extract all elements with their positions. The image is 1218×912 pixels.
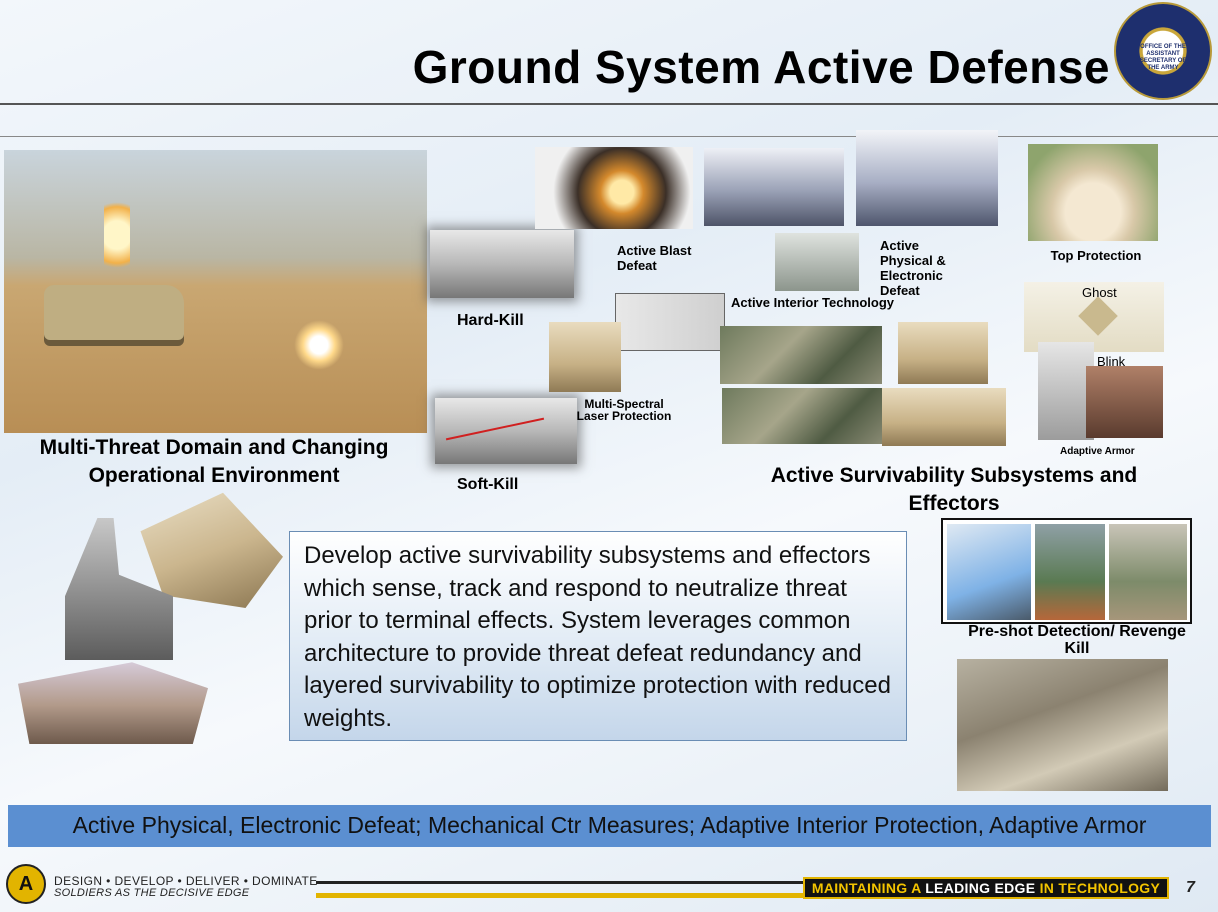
seal-text: OFFICE OF THE ASSISTANT SECRETARY OF THE… bbox=[1139, 44, 1187, 71]
soft-kill-image bbox=[435, 398, 577, 464]
hard-kill-image bbox=[430, 230, 574, 298]
laser-sensor-image bbox=[615, 293, 725, 351]
footer-banner: MAINTAINING A LEADING EDGE IN TECHNOLOGY bbox=[803, 877, 1169, 899]
active-blast-label: Active Blast Defeat bbox=[617, 243, 692, 273]
top-protection-image bbox=[1028, 144, 1158, 241]
preshot-label: Pre-shot Detection/ Revenge Kill bbox=[968, 623, 1186, 657]
adaptive-armor-image bbox=[1086, 366, 1163, 438]
hard-kill-label: Hard-Kill bbox=[457, 312, 524, 329]
description-box: Develop active survivability subsystems … bbox=[289, 531, 907, 741]
capabilities-bar: Active Physical, Electronic Defeat; Mech… bbox=[8, 805, 1211, 847]
multi-threat-label: Multi-Threat Domain and Changing Operati… bbox=[39, 436, 389, 487]
footer-line-gold bbox=[316, 893, 804, 898]
laser-vehicle-image bbox=[549, 322, 621, 392]
camo-vehicle-2-image bbox=[722, 388, 884, 444]
active-physical-label: Active Physical & Electronic Defeat bbox=[880, 238, 946, 298]
tank-electronic-image bbox=[704, 148, 844, 226]
blink-label: Blink bbox=[1097, 354, 1126, 369]
ground-combat-vehicle-image bbox=[140, 492, 283, 608]
mrap-2-image bbox=[882, 388, 1006, 446]
multi-spectral-label: Multi-Spectral Laser Protection bbox=[576, 397, 672, 423]
ghost-diagram-image bbox=[1024, 282, 1164, 352]
adaptive-armor-label: Adaptive Armor bbox=[1060, 446, 1135, 457]
abrams-tank-image bbox=[18, 662, 208, 744]
header-rule-bottom bbox=[0, 136, 1218, 137]
banner-part-a: MAINTAINING A bbox=[811, 880, 926, 896]
soft-kill-label: Soft-Kill bbox=[457, 476, 519, 493]
revenge-kill-image bbox=[957, 659, 1168, 791]
interior-tech-image bbox=[775, 233, 859, 291]
preshot-detection-panel bbox=[941, 518, 1192, 624]
stryker-image bbox=[856, 130, 998, 226]
footer-tagline: SOLDIERS AS THE DECISIVE EDGE bbox=[54, 887, 250, 899]
page-title: Ground System Active Defense bbox=[412, 41, 1110, 93]
asa-alt-logo: A bbox=[6, 864, 46, 904]
survivability-label: Active Survivability Subsystems and Effe… bbox=[770, 464, 1138, 515]
footer-line-black bbox=[316, 881, 804, 884]
page-number: 7 bbox=[1186, 879, 1195, 896]
banner-part-c: IN TECHNOLOGY bbox=[1035, 880, 1161, 896]
camo-vehicle-1-image bbox=[720, 326, 882, 384]
footer-motto: DESIGN • DEVELOP • DELIVER • DOMINATE bbox=[54, 874, 318, 888]
multi-threat-scene-image bbox=[4, 150, 427, 433]
active-interior-label: Active Interior Technology bbox=[731, 295, 895, 310]
active-blast-image bbox=[535, 147, 693, 229]
banner-part-b: LEADING EDGE bbox=[925, 880, 1036, 896]
ghost-label: Ghost bbox=[1082, 285, 1117, 300]
mrap-1-image bbox=[898, 322, 988, 384]
blink-panel-image bbox=[1038, 342, 1094, 440]
top-protection-label: Top Protection bbox=[1050, 248, 1142, 263]
header-rule-top bbox=[0, 103, 1218, 105]
army-seal-logo: OFFICE OF THE ASSISTANT SECRETARY OF THE… bbox=[1114, 2, 1212, 100]
